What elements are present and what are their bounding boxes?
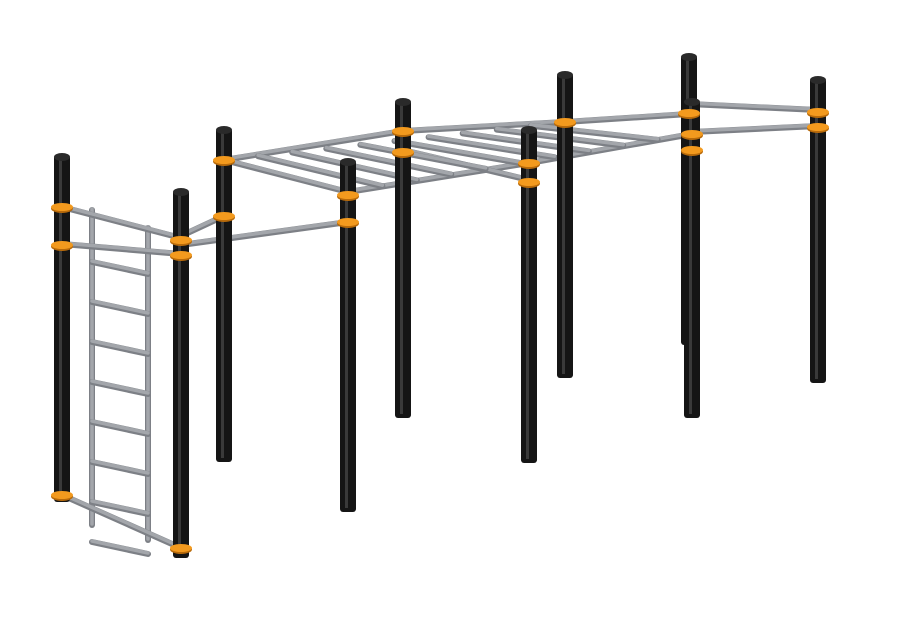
ladder-rung [90, 379, 150, 395]
monkey-bar-rung [256, 153, 385, 187]
clamp [554, 118, 576, 126]
monkey-bar-back-rail [222, 128, 405, 161]
top-bar [687, 101, 820, 111]
clamp [807, 108, 829, 116]
post-cap [216, 126, 232, 134]
ladder-upper-bar [60, 241, 183, 255]
monkey-bar-rung [358, 142, 488, 170]
ladder-rung [90, 259, 150, 275]
monkey-bar-rung [392, 138, 522, 164]
clamp [51, 491, 73, 499]
clamp [807, 123, 829, 131]
monkey-bar-rung [324, 145, 453, 176]
post-cap [395, 98, 411, 106]
post-highlight [815, 82, 818, 379]
ladder-rung [90, 459, 150, 475]
monkey-bar-back-rail [401, 119, 567, 132]
clamp [681, 146, 703, 154]
post-cap [684, 98, 700, 106]
ladder-rung [90, 299, 150, 315]
post-highlight [345, 164, 348, 508]
post-highlight [178, 194, 181, 554]
clamp [392, 127, 414, 135]
ladder-rung [90, 419, 150, 435]
post-highlight [221, 132, 224, 458]
clamp [213, 212, 235, 220]
clamp [392, 148, 414, 156]
post-cap [810, 76, 826, 84]
post-highlight [562, 77, 565, 374]
clamp [518, 178, 540, 186]
post-highlight [526, 132, 529, 459]
post-cap [521, 126, 537, 134]
monkey-bar-back-rail [563, 111, 691, 123]
ladder-rung [90, 539, 150, 555]
post-cap [340, 158, 356, 166]
clamp [213, 156, 235, 164]
top-front-bar [690, 123, 820, 133]
post-highlight [400, 104, 403, 414]
clamps [51, 108, 829, 554]
post-cap [557, 71, 573, 79]
ladder-top-bar [60, 204, 183, 239]
clamp [170, 544, 192, 552]
clamp [518, 159, 540, 167]
clamp [337, 191, 359, 199]
clamp [170, 236, 192, 244]
ladder-bottom-bar [60, 492, 183, 549]
clamp [678, 109, 700, 117]
post-cap [173, 188, 189, 196]
clamp [681, 130, 703, 138]
ladder-rung [90, 499, 150, 515]
monkey-bar-rung [529, 123, 660, 141]
pull-up-bar [179, 219, 350, 246]
post-highlight [59, 159, 62, 498]
clamp [51, 203, 73, 211]
clamp [51, 241, 73, 249]
clamp [170, 251, 192, 259]
clamp [337, 218, 359, 226]
monkey-bar-end [222, 157, 350, 193]
post-cap [54, 153, 70, 161]
post-cap [681, 53, 697, 61]
ladder-rung [90, 339, 150, 355]
post-highlight [689, 104, 692, 414]
